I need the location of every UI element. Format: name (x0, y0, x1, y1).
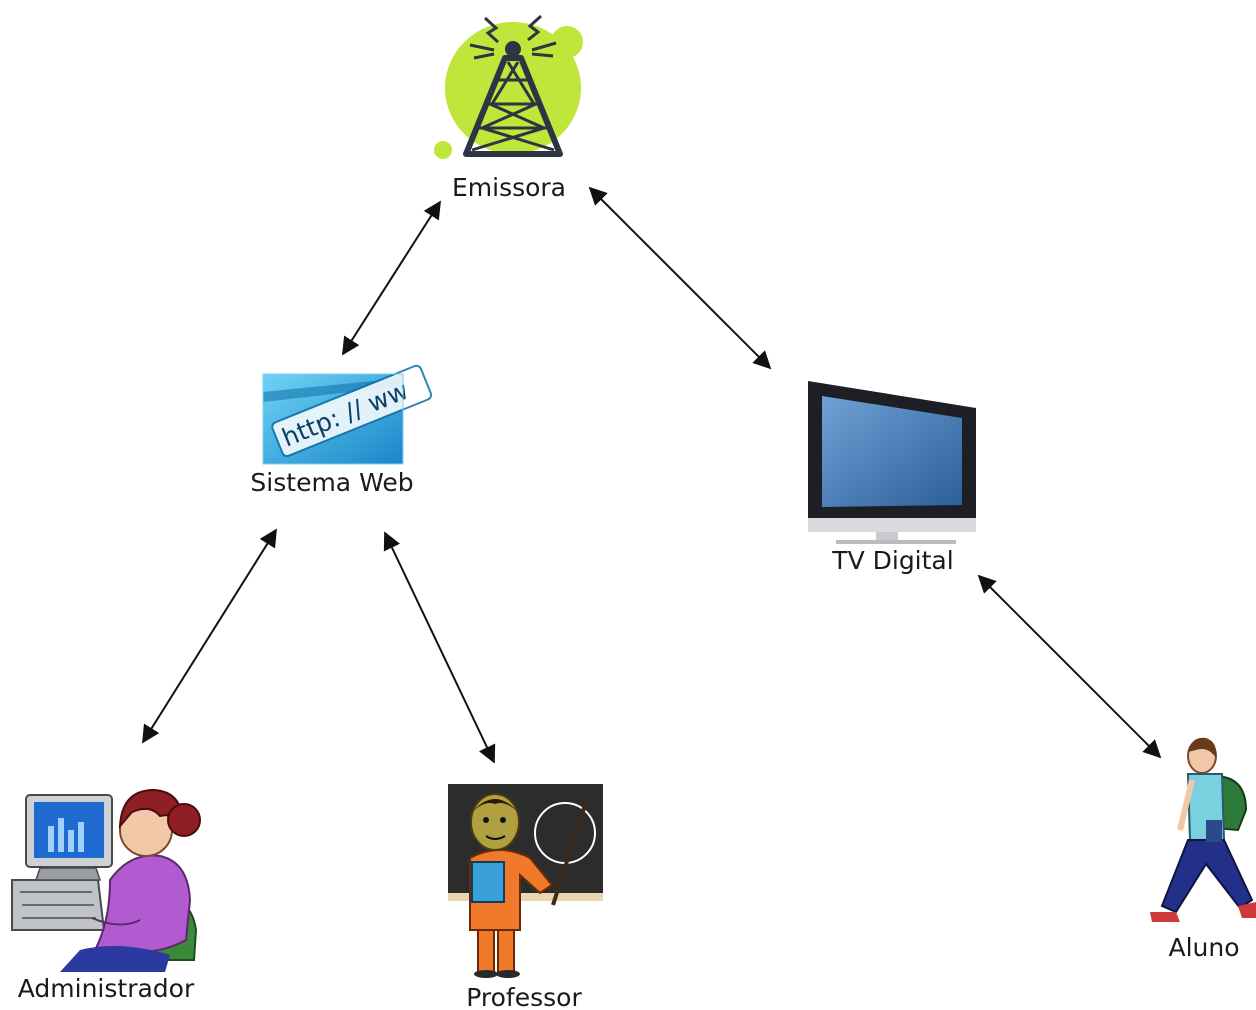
node-label-sistema-web: Sistema Web (250, 468, 413, 497)
node-label-administrador: Administrador (18, 974, 195, 1003)
edge-emissora-tv-digital (588, 186, 772, 370)
edge-emissora-sistema-web (342, 200, 441, 356)
node-label-emissora: Emissora (452, 173, 566, 202)
student-icon (1150, 737, 1256, 922)
edge-sistema-web-professor (383, 531, 496, 764)
node-label-aluno: Aluno (1168, 933, 1239, 962)
administrator-icon (11, 788, 201, 972)
node-label-professor: Professor (466, 983, 582, 1010)
tower-icon (434, 14, 583, 159)
edge-sistema-web-administrador (142, 528, 277, 744)
edge-tv-digital-aluno (977, 574, 1162, 759)
teacher-icon (448, 784, 603, 978)
edges (142, 186, 1162, 764)
tv-icon (808, 381, 976, 544)
node-label-tv-digital: TV Digital (831, 546, 953, 575)
web-address-icon: http: // ww (262, 364, 433, 465)
